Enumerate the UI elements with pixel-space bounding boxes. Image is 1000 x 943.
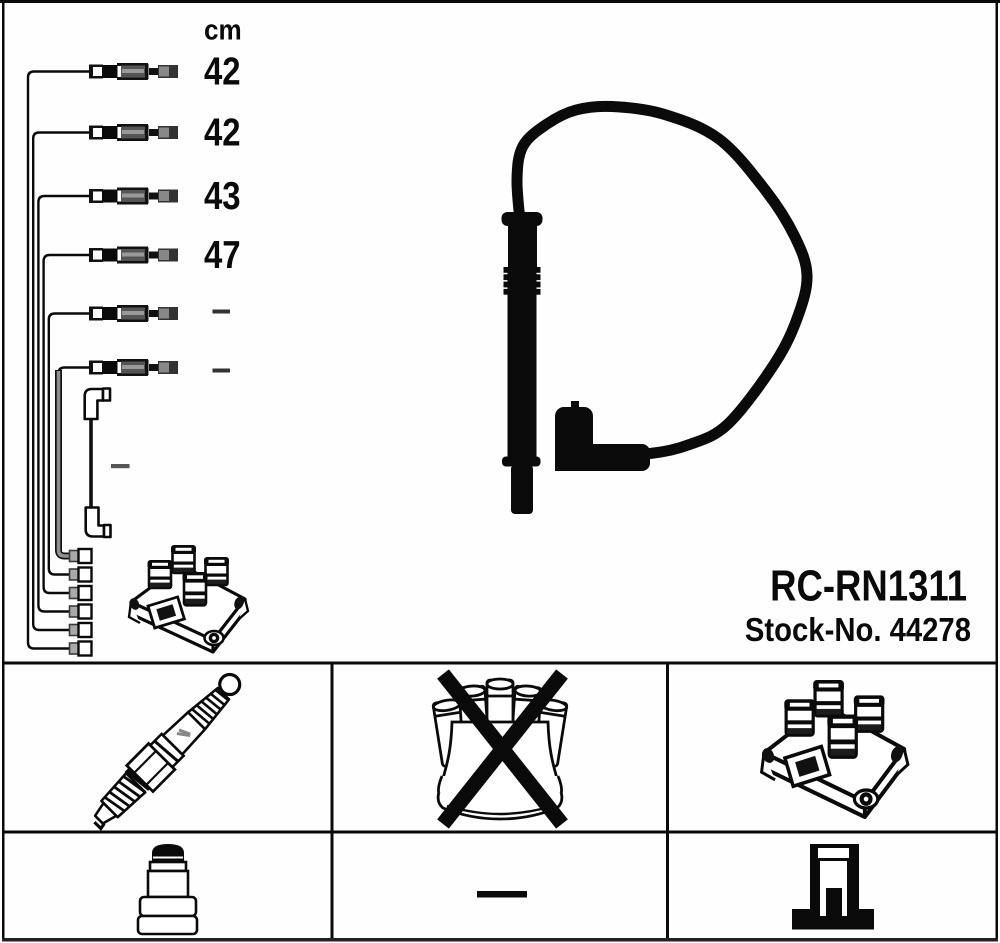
svg-text:Stock-No. 44278: Stock-No. 44278	[745, 611, 971, 648]
svg-text:42: 42	[204, 50, 241, 93]
svg-text:cm: cm	[204, 13, 242, 46]
svg-text:RC-RN1311: RC-RN1311	[770, 560, 967, 610]
svg-text:47: 47	[204, 234, 241, 277]
svg-text:43: 43	[204, 175, 241, 218]
svg-text:42: 42	[204, 111, 241, 154]
